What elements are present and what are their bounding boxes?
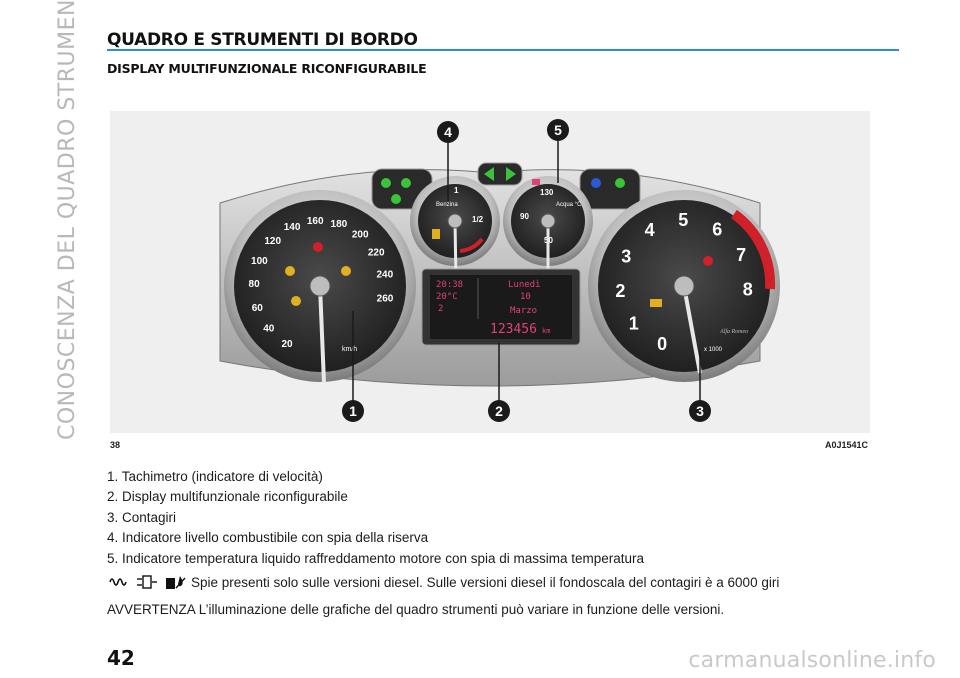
temp-gauge-hub <box>540 213 556 229</box>
engine-check-light <box>650 299 662 307</box>
warning-note: AVVERTENZA L’illuminazione delle grafich… <box>107 602 725 617</box>
speedometer-unit: km/h <box>342 346 357 353</box>
tachometer-tick-1: 1 <box>629 314 639 334</box>
turn-signal-left-icon <box>484 167 494 181</box>
glow-plug-icon <box>109 578 127 586</box>
fuel-gauge-label: Benzina <box>436 202 458 208</box>
display-gear: 2 <box>438 304 443 314</box>
figure-page-label: 38 <box>110 440 121 450</box>
display-month: Marzo <box>510 306 537 316</box>
warning-light-red <box>313 242 323 252</box>
temp-gauge-tick-130: 130 <box>540 188 554 197</box>
display-time: 20:38 <box>436 280 463 290</box>
diesel-note-text: Spie presenti solo sulle versioni diesel… <box>191 574 780 590</box>
callout-circle-2 <box>488 400 510 422</box>
fuel-reserve-light <box>432 229 440 239</box>
callout-circle-4 <box>437 121 459 143</box>
callout-circle-5 <box>547 119 569 141</box>
display-odometer-unit: km <box>542 327 550 335</box>
fuel-gauge-tick-half: 1/2 <box>472 215 484 224</box>
indicator-light-green-1 <box>381 178 391 188</box>
tacho-warning-red <box>703 256 713 266</box>
speedometer-tick-100: 100 <box>251 256 268 267</box>
display-date: 10 <box>520 292 531 302</box>
display-odometer: 123456 <box>490 322 537 337</box>
legend-item-1: 1. Tachimetro (indicatore di velocità) <box>107 469 323 484</box>
chapter-title: QUADRO E STRUMENTI DI BORDO <box>107 30 418 50</box>
warning-light-amber-1 <box>285 266 295 276</box>
speedometer-hub <box>309 275 331 297</box>
display-day: Lunedì <box>508 280 541 290</box>
speedometer-tick-160: 160 <box>307 216 324 227</box>
display-screen <box>430 275 572 339</box>
temp-gauge-label: Acqua °C <box>556 202 582 208</box>
center-indicator-pod <box>477 162 523 186</box>
speedometer-tick-140: 140 <box>284 222 301 233</box>
warning-light-amber-2 <box>341 266 351 276</box>
chapter-title-rule <box>107 49 899 51</box>
speedometer-tick-120: 120 <box>264 236 281 247</box>
tachometer-tick-0: 0 <box>657 334 667 354</box>
indicator-light-green-3 <box>391 194 401 204</box>
fuel-gauge-tick-full: 1 <box>454 186 459 195</box>
diesel-filter-icon <box>137 575 157 589</box>
tachometer-tick-2: 2 <box>615 281 625 301</box>
legend-item-2: 2. Display multifunzionale riconfigurabi… <box>107 489 348 505</box>
speedometer-tick-40: 40 <box>263 324 275 335</box>
fuel-gauge-red-zone <box>459 237 484 253</box>
callout-label-1: 1 <box>349 403 357 419</box>
legend-item-3: 3. Contagiri <box>107 509 177 525</box>
speedometer-tick-20: 20 <box>281 339 293 350</box>
callout-circle-1 <box>342 400 364 422</box>
tachometer-tick-3: 3 <box>621 246 631 266</box>
fuel-gauge-hub <box>447 213 463 229</box>
speedometer-tick-240: 240 <box>376 270 393 281</box>
tachometer-brand: Alfa Romeo <box>719 328 748 335</box>
callout-circle-3 <box>689 400 711 422</box>
tachometer-tick-6: 6 <box>712 219 722 239</box>
section-title: DISPLAY MULTIFUNZIONALE RICONFIGURABILE <box>107 61 427 76</box>
diesel-note-row: Spie presenti solo sulle versioni diesel… <box>107 572 779 592</box>
tachometer-redline <box>731 209 776 290</box>
page-number: 42 <box>107 646 135 670</box>
water-in-fuel-icon <box>166 576 186 589</box>
tachometer-tick-7: 7 <box>736 245 746 265</box>
temp-gauge-tick-90: 90 <box>520 212 529 221</box>
callout-label-3: 3 <box>696 403 704 419</box>
figure-legend: 1. Tachimetro (indicatore di velocità) 2… <box>107 467 907 569</box>
indicator-light-green-2 <box>401 178 411 188</box>
figure-code: A0J1541C <box>824 440 868 450</box>
speedometer-tick-80: 80 <box>249 279 261 290</box>
legend-item-5: 5. Indicatore temperatura liquido raffre… <box>107 550 645 566</box>
site-watermark: carmanualsonline.info <box>688 648 936 673</box>
temp-warning-light <box>532 179 540 185</box>
tachometer-tick-5: 5 <box>678 210 688 230</box>
tachometer-tick-labels: 012 34 5 67 8 <box>615 210 752 354</box>
chapter-vertical-title: CONOSCENZA DEL QUADRO STRUMENTI <box>55 0 80 440</box>
callout-label-4: 4 <box>444 124 452 140</box>
callout-label-2: 2 <box>495 403 503 419</box>
speedometer-tick-200: 200 <box>352 230 369 241</box>
callout-label-5: 5 <box>554 122 562 138</box>
display-temperature: 20°C <box>436 292 458 302</box>
turn-signal-right-icon <box>506 167 516 181</box>
tachometer-tick-8: 8 <box>743 280 753 300</box>
speedometer-needle <box>318 285 326 384</box>
tachometer-hub <box>673 275 695 297</box>
warning-light-amber-3 <box>291 296 301 306</box>
indicator-light-green-4 <box>615 178 625 188</box>
tachometer-needle <box>682 285 702 374</box>
legend-item-4: 4. Indicatore livello combustibile con s… <box>107 530 429 546</box>
speedometer-tick-60: 60 <box>252 303 264 314</box>
tachometer-tick-4: 4 <box>645 220 655 240</box>
speedometer-tick-180: 180 <box>331 219 348 230</box>
indicator-light-blue <box>591 178 601 188</box>
speedometer-tick-260: 260 <box>377 294 394 305</box>
speedometer-tick-220: 220 <box>368 247 385 258</box>
tachometer-unit: x 1000 <box>704 347 723 353</box>
